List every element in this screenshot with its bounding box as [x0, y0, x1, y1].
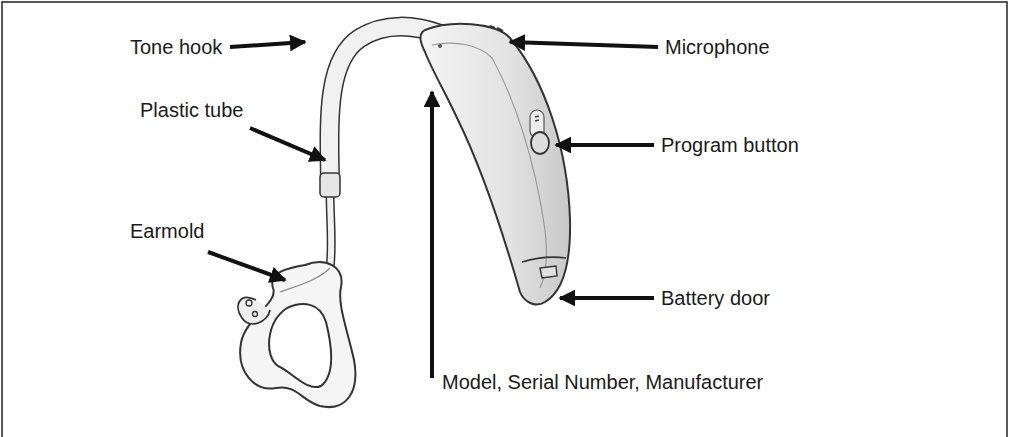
- battery-door-shape: [522, 257, 566, 278]
- microphone-ports: [490, 26, 503, 31]
- leader-arrow: [430, 92, 434, 378]
- part-label: Battery door: [661, 286, 770, 310]
- leader-arrow: [250, 128, 325, 160]
- program-button-shape: [530, 110, 549, 154]
- part-label: Program button: [661, 133, 799, 157]
- part-label: Earmold: [130, 219, 204, 243]
- leader-arrow: [560, 296, 654, 300]
- plastic-tube: [330, 190, 331, 268]
- part-label: Tone hook: [130, 35, 222, 59]
- leader-arrows: [208, 42, 658, 378]
- part-label: Microphone: [665, 35, 770, 59]
- part-label: Model, Serial Number, Manufacturer: [442, 370, 763, 394]
- tone-hook: [320, 27, 440, 197]
- hearing-aid-body: [420, 24, 570, 305]
- leader-arrow: [556, 143, 654, 147]
- earmold: [238, 262, 355, 407]
- leader-arrow: [510, 42, 658, 47]
- leader-arrow: [230, 42, 305, 47]
- part-label: Plastic tube: [140, 98, 243, 122]
- leader-arrow: [208, 252, 285, 280]
